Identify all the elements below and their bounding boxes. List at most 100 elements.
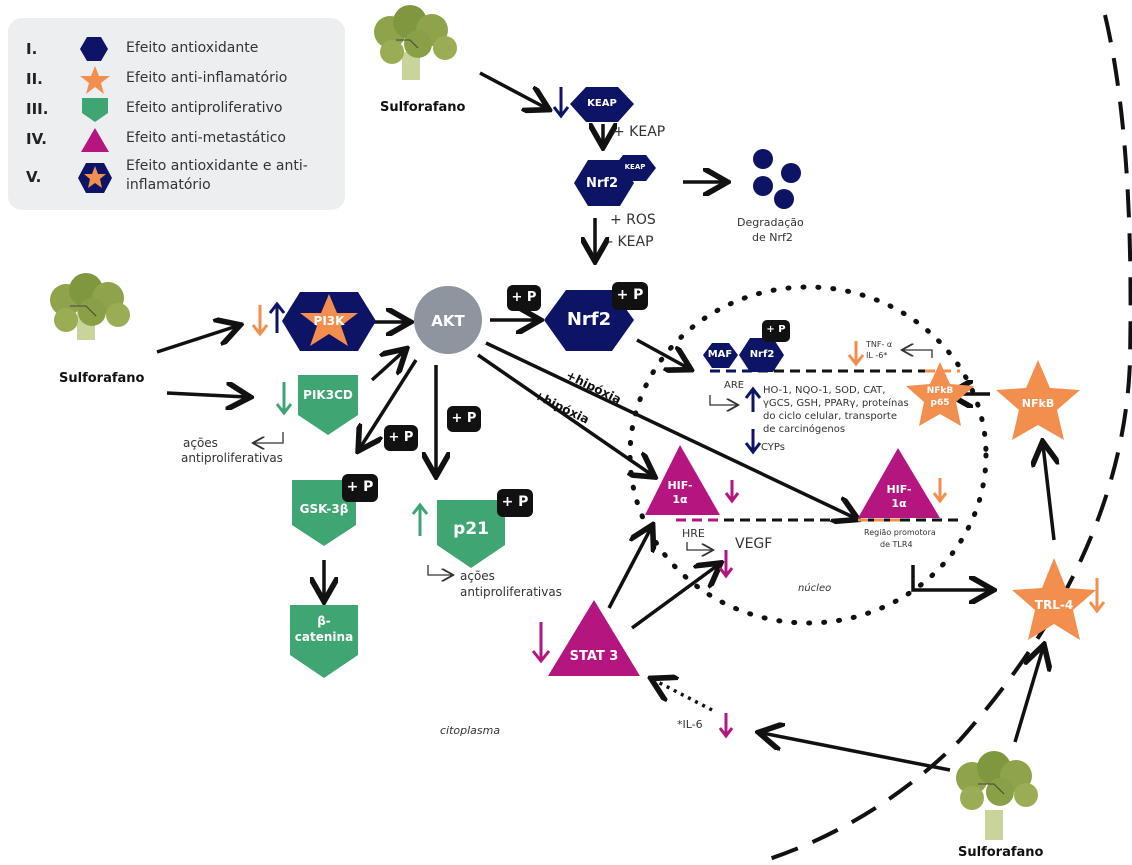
hif1a-left-label-1: HIF- (667, 479, 693, 492)
citoplasma-label: citoplasma (440, 724, 501, 737)
are-label: ARE (724, 380, 745, 391)
hook-arrow (427, 565, 452, 575)
nfkb-p65-node (906, 362, 974, 426)
hook-arrows (254, 350, 933, 575)
p21-node (437, 500, 505, 568)
plus-keap-label: + KEAP (613, 124, 666, 140)
acoes-label-2: antiproliferativas (181, 451, 283, 465)
tnf-label-2: IL -6* (866, 351, 888, 360)
degradacao-label-1: Degradação (737, 216, 804, 229)
degradation-dots (753, 149, 801, 209)
nrf2-small-node (739, 338, 784, 372)
stat3-node (548, 600, 640, 676)
hook-arrow (903, 350, 933, 358)
down-arrow-icon (531, 622, 551, 664)
degradacao-label-2: de Nrf2 (752, 231, 793, 244)
arrow-pik3cd-akt (370, 351, 404, 382)
il6-label: *IL-6 (677, 718, 703, 731)
pi3k-star (300, 294, 358, 346)
cyps-label: CYPs (761, 442, 785, 453)
genes-label-4: de carcinógenos (763, 424, 846, 435)
phospho-label: + P (346, 479, 374, 495)
arrow-sulforafano-il6 (762, 733, 951, 772)
nrf2-label: Nrf2 (566, 309, 612, 330)
tlr4-region-label-1: Região promotora (864, 528, 936, 537)
tlr4-region-label-2: de TLR4 (880, 540, 913, 549)
triangle-icon (81, 128, 109, 152)
arrow-sulforafano-pi3k (156, 326, 237, 354)
legend-label: Efeito antioxidante (126, 40, 259, 56)
broccoli-icon (50, 273, 130, 340)
down-arrow-icon (552, 87, 570, 119)
down-arrow-icon (251, 305, 269, 337)
minus-keap-label: - KEAP (608, 234, 654, 250)
gsk3b-node (292, 480, 356, 546)
down-arrow-icon (718, 713, 734, 739)
maf-label: MAF (707, 349, 733, 360)
trl4-label: TRL-4 (1034, 598, 1074, 612)
pathway-arrows (156, 71, 1054, 772)
legend-label: Efeito anti-metastático (126, 130, 286, 146)
nrf2-small-label: Nrf2 (749, 349, 775, 360)
down-arrow-icon (1088, 578, 1106, 614)
sulforafano-bottom-label: Sulforafano (958, 845, 1044, 860)
legend-number: IV. (26, 130, 47, 148)
keap-node (570, 87, 634, 122)
genes-label-1: HO-1, NQO-1, SOD, CAT, (763, 385, 886, 396)
down-arrow-icon (932, 478, 948, 504)
legend-label: Efeito anti-inflamatório (126, 70, 288, 86)
hook-arrow (686, 542, 712, 550)
nucleo-label: núcleo (798, 583, 832, 594)
vegf-label: VEGF (735, 536, 773, 552)
legend-label: Efeito antioxidante e anti-inflamatório (126, 158, 308, 193)
nfkb-label: NFkB (1021, 397, 1055, 410)
legend-number: II. (26, 70, 43, 88)
tnf-label-1: TNF- α (866, 340, 893, 349)
sulforafano-top-label: Sulforafano (380, 100, 466, 115)
arrow-sulforafano-trl4 (1013, 648, 1043, 743)
arrow-trl4-nfkb (1043, 445, 1054, 541)
arrow-il6-stat3 (654, 680, 713, 712)
arrow-akt-hif1a-left (477, 353, 652, 475)
akt-label: AKT (431, 312, 465, 330)
phospho-label: + P (388, 430, 414, 445)
hif1a-left-node (645, 445, 720, 515)
plus-ros-label: + ROS (610, 212, 656, 228)
genes-label-3: do ciclo celular, transporte (763, 411, 897, 422)
keap-bound-node (613, 155, 656, 181)
cell-membrane (759, 14, 1132, 864)
legend-number: III. (26, 100, 49, 118)
beta-catenina-node (290, 605, 358, 678)
legend-number: I. (26, 40, 38, 58)
hexagon-icon (80, 37, 108, 61)
down-arrow-icon (724, 480, 740, 504)
legend-row: II. Efeito anti-inflamatório (8, 66, 345, 94)
up-arrow-icon (268, 301, 286, 333)
phospho-badge (497, 489, 533, 517)
sulforafano-left-label: Sulforafano (59, 371, 145, 386)
phospho-badge (342, 474, 378, 502)
legend-label: Efeito antiproliferativo (126, 100, 283, 116)
effect-arrows (251, 87, 1106, 739)
arrow-tlr4-region (911, 565, 990, 590)
phospho-badge (384, 425, 418, 451)
hook-arrow (254, 432, 284, 443)
star-icon (80, 66, 110, 94)
acoes-label-4: antiproliferativas (460, 585, 562, 599)
down-arrow-icon (275, 382, 293, 416)
broccoli-icon (374, 5, 457, 80)
arrow-sulforafano-keap (479, 71, 546, 108)
legend-row: IV. Efeito anti-metastático (8, 126, 345, 152)
down-arrow-icon (744, 429, 762, 455)
phospho-badge (507, 285, 541, 311)
down-arrow-icon (847, 341, 865, 367)
stat3-label: STAT 3 (569, 649, 619, 664)
legend-row: I. Efeito antioxidante (8, 36, 345, 61)
phospho-badge (612, 282, 648, 310)
phospho-badge (762, 320, 790, 342)
nfkb-p65-label-2: p65 (930, 398, 950, 408)
pik3cd-node (298, 375, 358, 435)
beta-catenina-label-2: catenina (294, 630, 354, 644)
